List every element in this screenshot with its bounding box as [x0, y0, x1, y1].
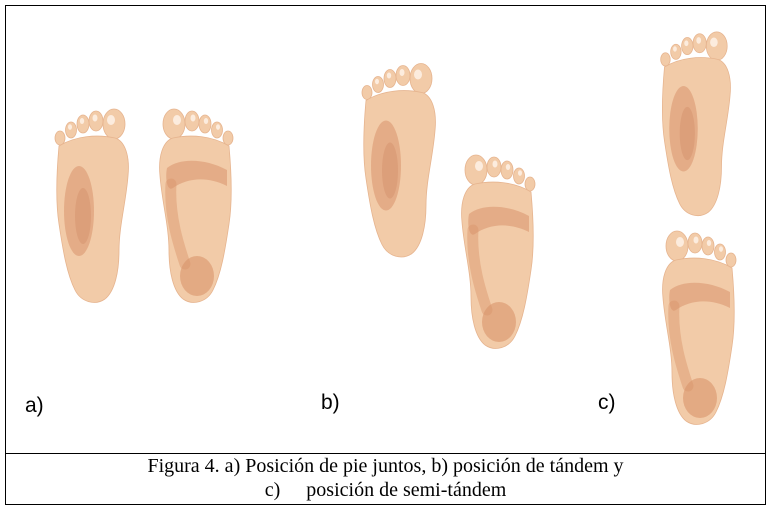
left-foot-c	[660, 31, 731, 217]
caption-divider	[6, 453, 765, 454]
right-foot-a	[160, 109, 233, 302]
caption-line-1: Figura 4. a) Posición de pie juntos, b) …	[147, 455, 624, 477]
panel-label-c: c)	[598, 391, 616, 414]
caption-line-2-marker: c)	[264, 479, 281, 501]
panel-label-a: a)	[25, 394, 44, 417]
caption-line-2: c) posición de semi-tándem	[6, 478, 765, 502]
feet-illustration	[54, 31, 767, 453]
right-foot-b	[462, 155, 535, 348]
panel-label-b: b)	[321, 391, 340, 414]
left-foot-b	[361, 62, 436, 258]
left-foot-a	[54, 108, 129, 303]
figure-frame: a) b) c) Figura 4. a) Posición de pie ju…	[5, 5, 766, 505]
right-foot-c	[663, 231, 736, 424]
caption-line-2-text: posición de semi-tándem	[306, 479, 507, 501]
figure-caption: Figura 4. a) Posición de pie juntos, b) …	[6, 454, 765, 504]
